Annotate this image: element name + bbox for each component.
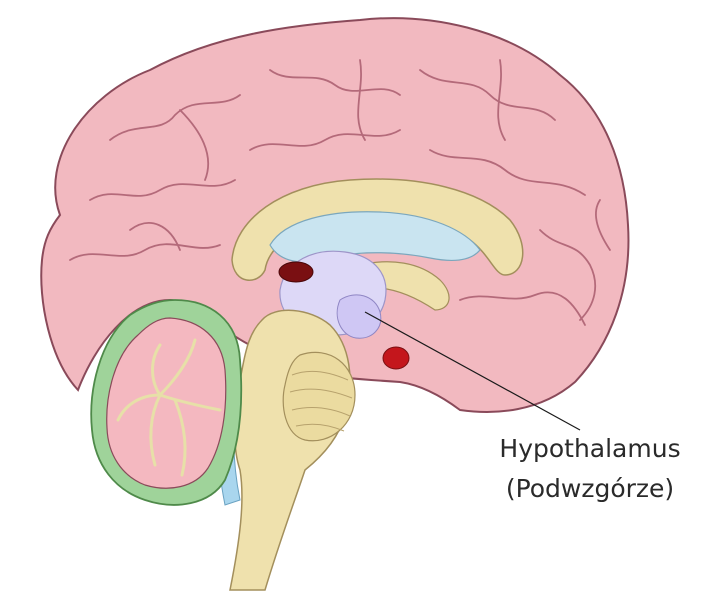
cerebellum-cortex [106, 317, 227, 489]
label-hypothalamus: Hypothalamus [499, 434, 681, 463]
gyri-detail [69, 59, 611, 326]
brainstem [229, 309, 351, 591]
pineal-marker [278, 261, 314, 283]
hypothalamus-region [336, 294, 382, 339]
arbor-vitae [116, 338, 222, 477]
pointer-line [364, 311, 581, 431]
pons-striations [289, 370, 353, 432]
pons [282, 351, 356, 442]
hypothalamus-marker [382, 346, 410, 370]
label-hypothalamus-translation: (Podwzgórze) [505, 474, 675, 503]
